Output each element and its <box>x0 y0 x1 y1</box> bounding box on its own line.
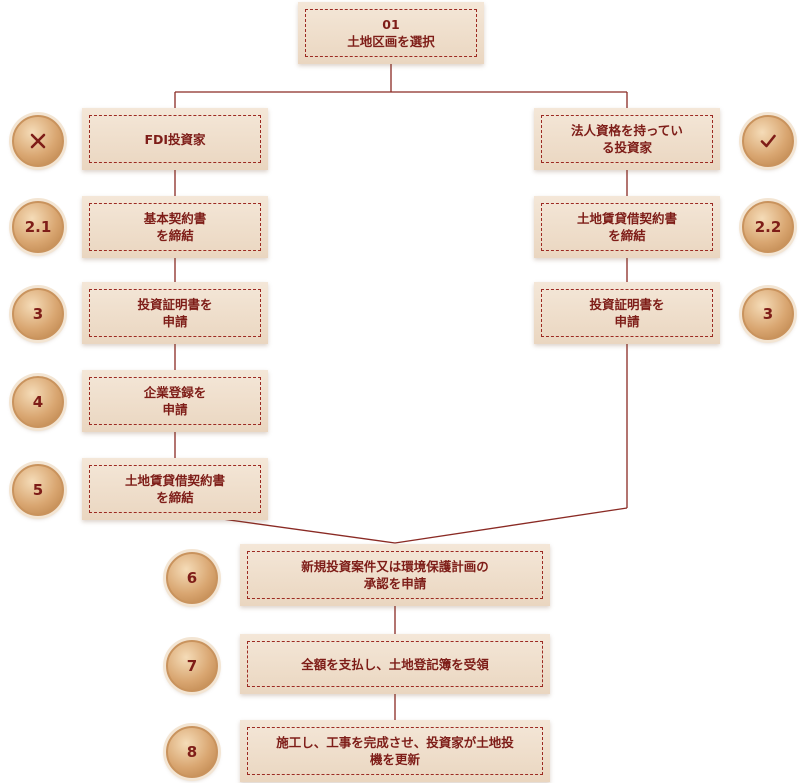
check-icon <box>760 134 776 148</box>
step-8-construction: 施工し、工事を完成させ、投資家が土地投 機を更新 <box>240 720 550 782</box>
badge-check <box>742 115 794 167</box>
badge-step-4: 4 <box>12 376 64 428</box>
step-6-approval: 新規投資案件又は環境保護計画の 承認を申請 <box>240 544 550 606</box>
step-left-investment-cert: 投資証明書を 申請 <box>82 282 268 344</box>
step-right-investment-cert: 投資証明書を 申請 <box>534 282 720 344</box>
badge-step-2-1: 2.1 <box>12 201 64 253</box>
step-7-payment: 全額を支払し、土地登記簿を受領 <box>240 634 550 694</box>
connector-right-merge <box>394 507 628 544</box>
step-left-land-lease: 土地賃貸借契約書 を締結 <box>82 458 268 520</box>
step-select-land: 01 土地区画を選択 <box>298 2 484 64</box>
badge-step-3-left: 3 <box>12 288 64 340</box>
step-left-basic-contract: 基本契約書 を締結 <box>82 196 268 258</box>
cross-icon <box>30 133 46 149</box>
badge-step-6: 6 <box>166 552 218 604</box>
badge-step-2-2: 2.2 <box>742 201 794 253</box>
badge-step-3-right: 3 <box>742 288 794 340</box>
corporate-investor: 法人資格を持ってい る投資家 <box>534 108 720 170</box>
badge-cross <box>12 115 64 167</box>
step-left-company-registration: 企業登録を 申請 <box>82 370 268 432</box>
step-right-land-lease: 土地賃貸借契約書 を締結 <box>534 196 720 258</box>
connector-left-merge <box>214 517 396 544</box>
badge-step-7: 7 <box>166 640 218 692</box>
badge-step-8: 8 <box>166 726 218 778</box>
fdi-investor: FDI投資家 <box>82 108 268 170</box>
badge-step-5: 5 <box>12 464 64 516</box>
